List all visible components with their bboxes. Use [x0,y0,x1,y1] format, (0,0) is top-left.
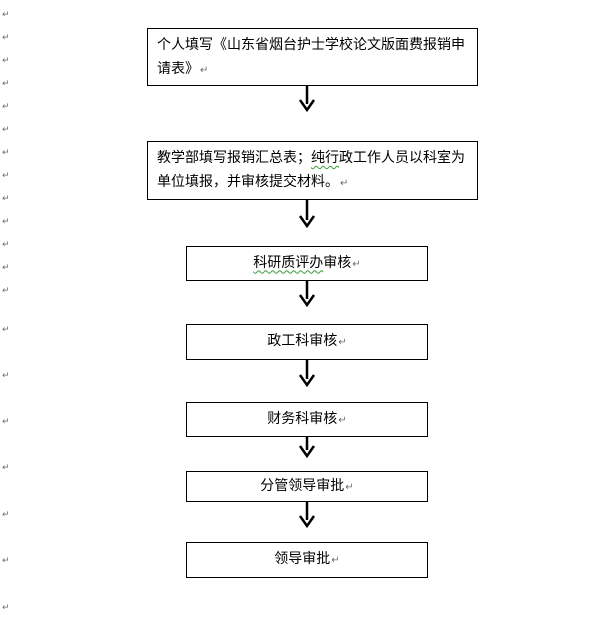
paragraph-mark: ↵ [2,240,10,250]
flow-step-text: 教学部填写报销汇总表；纯行政工作人员以科室为单位填报，并审核提交材料。↵ [157,150,465,190]
flow-step-text: 财务科审核↵ [267,410,347,427]
paragraph-mark: ↵ [2,56,10,66]
flow-step-leader-approval: 领导审批↵ [186,542,428,578]
flow-step-text: 分管领导审批↵ [260,477,354,494]
flow-step-research-office-review: 科研质评办审核↵ [186,246,428,281]
flow-step-department-summary: 教学部填写报销汇总表；纯行政工作人员以科室为单位填报，并审核提交材料。↵ [147,141,478,200]
paragraph-mark: ↵ [2,510,10,520]
paragraph-mark: ↵ [2,125,10,135]
paragraph-mark: ↵ [2,33,10,43]
paragraph-mark: ↵ [2,217,10,227]
flow-step-text: 科研质评办审核↵ [253,254,361,271]
flow-step-personal-application: 个人填写《山东省烟台护士学校论文版面费报销申请表》↵ [147,28,478,86]
paragraph-mark: ↵ [2,10,10,20]
paragraph-mark: ↵ [2,194,10,204]
down-arrow-icon [298,281,316,308]
down-arrow-icon [298,360,316,388]
flow-step-text: 个人填写《山东省烟台护士学校论文版面费报销申请表》↵ [157,37,465,77]
down-arrow-icon [298,200,316,229]
down-arrow-icon [298,86,316,113]
paragraph-mark: ↵ [2,102,10,112]
flow-step-political-section-review: 政工科审核↵ [186,324,428,360]
paragraph-mark: ↵ [2,148,10,158]
paragraph-mark: ↵ [2,556,10,566]
down-arrow-icon [298,437,316,459]
flow-step-text: 政工科审核↵ [267,333,347,349]
paragraph-mark: ↵ [2,171,10,181]
paragraph-mark: ↵ [2,263,10,273]
paragraph-mark: ↵ [2,325,10,335]
flow-step-finance-section-review: 财务科审核↵ [186,402,428,437]
flow-step-deputy-leader-approval: 分管领导审批↵ [186,471,428,502]
paragraph-mark: ↵ [2,603,10,613]
flow-step-text: 领导审批↵ [274,551,340,567]
paragraph-mark: ↵ [2,371,10,381]
paragraph-mark: ↵ [2,286,10,296]
paragraph-mark: ↵ [2,463,10,473]
paragraph-mark: ↵ [2,417,10,427]
down-arrow-icon [298,502,316,529]
paragraph-mark: ↵ [2,79,10,89]
